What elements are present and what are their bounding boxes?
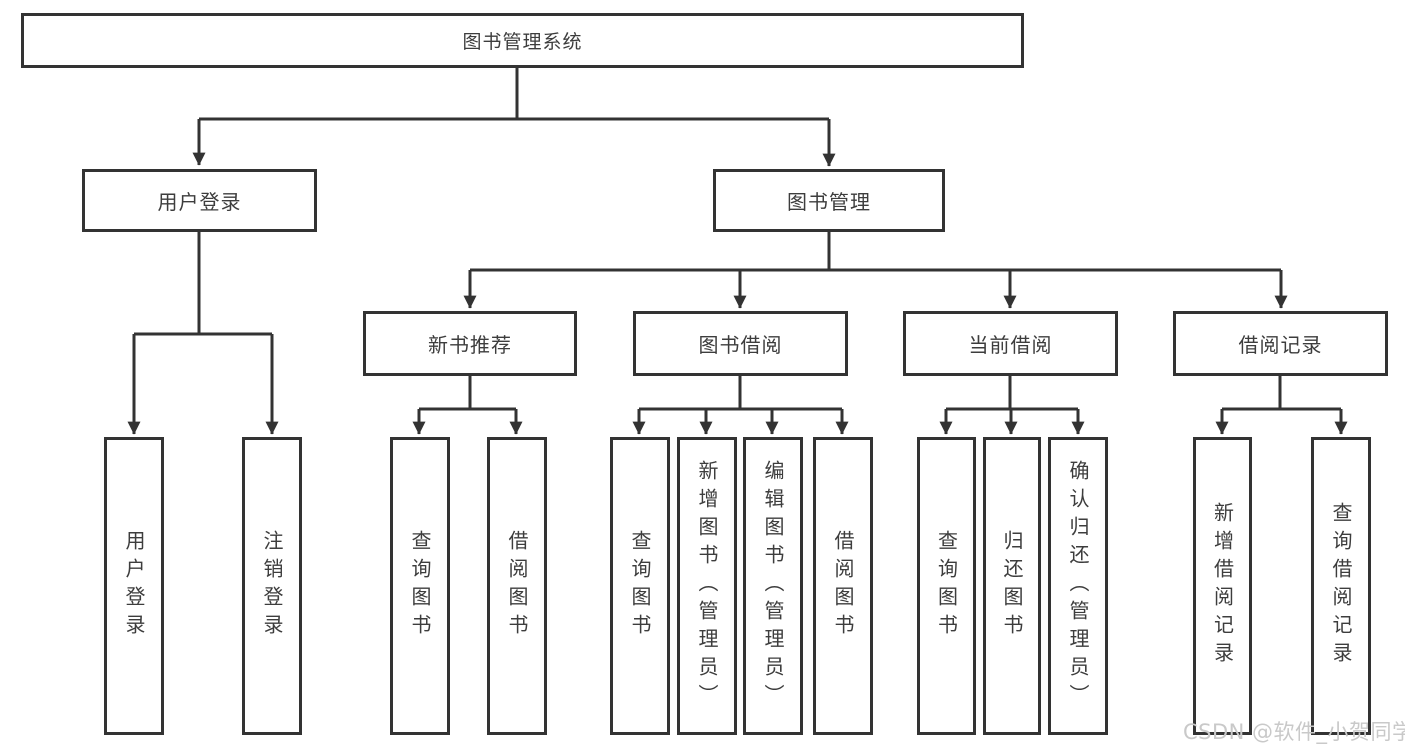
node-current-borrowing: 当前借阅: [903, 311, 1118, 376]
node-label: 查询图书: [628, 530, 652, 642]
node-user-login-module: 用户登录: [82, 169, 317, 232]
node-label: 用户登录: [122, 530, 146, 642]
node-label: 用户登录: [157, 190, 242, 214]
leaf-query-borrow-record: 查询借阅记录: [1311, 437, 1371, 735]
node-book-borrowing: 图书借阅: [633, 311, 848, 376]
leaf-user-login: 用户登录: [104, 437, 164, 735]
node-label: 确认归还（管理员）: [1066, 460, 1090, 712]
leaf-query-books-current: 查询图书: [917, 437, 976, 735]
node-book-management-module: 图书管理: [713, 169, 945, 232]
arrowheads: [127, 119, 1348, 435]
node-label: 查询图书: [934, 530, 959, 642]
node-label: 图书管理: [787, 190, 871, 214]
leaf-query-books-recommend: 查询图书: [390, 437, 450, 735]
node-label: 图书管理系统: [462, 31, 583, 53]
node-label: 查询借阅记录: [1329, 502, 1353, 670]
leaf-query-books-borrowing: 查询图书: [610, 437, 670, 735]
node-label: 当前借阅: [968, 333, 1053, 357]
leaf-add-books-admin: 新增图书（管理员）: [677, 437, 737, 735]
node-label: 借阅图书: [831, 530, 855, 642]
watermark: CSDN @软件_小贺同学: [1183, 720, 1405, 744]
leaf-edit-books-admin: 编辑图书（管理员）: [743, 437, 803, 735]
node-label: 编辑图书（管理员）: [761, 460, 785, 712]
node-label: 图书借阅: [698, 333, 783, 357]
leaf-borrow-books-recommend: 借阅图书: [487, 437, 547, 735]
node-label: 注销登录: [260, 530, 284, 642]
node-label: 归还图书: [1000, 530, 1024, 642]
node-label: 借阅图书: [505, 530, 529, 642]
leaf-logout: 注销登录: [242, 437, 302, 735]
leaf-add-borrow-record: 新增借阅记录: [1193, 437, 1252, 735]
node-borrowing-records: 借阅记录: [1173, 311, 1388, 376]
node-label: 新增图书（管理员）: [695, 460, 719, 712]
node-label: 新增借阅记录: [1210, 502, 1235, 670]
leaf-return-books: 归还图书: [983, 437, 1041, 735]
node-label: 借阅记录: [1238, 333, 1323, 357]
node-label: 新书推荐: [428, 333, 512, 357]
leaf-borrow-books: 借阅图书: [813, 437, 873, 735]
node-library-management-system: 图书管理系统: [21, 13, 1024, 68]
leaf-confirm-return-admin: 确认归还（管理员）: [1048, 437, 1108, 735]
node-label: 查询图书: [408, 530, 432, 642]
node-new-book-recommendation: 新书推荐: [363, 311, 577, 376]
